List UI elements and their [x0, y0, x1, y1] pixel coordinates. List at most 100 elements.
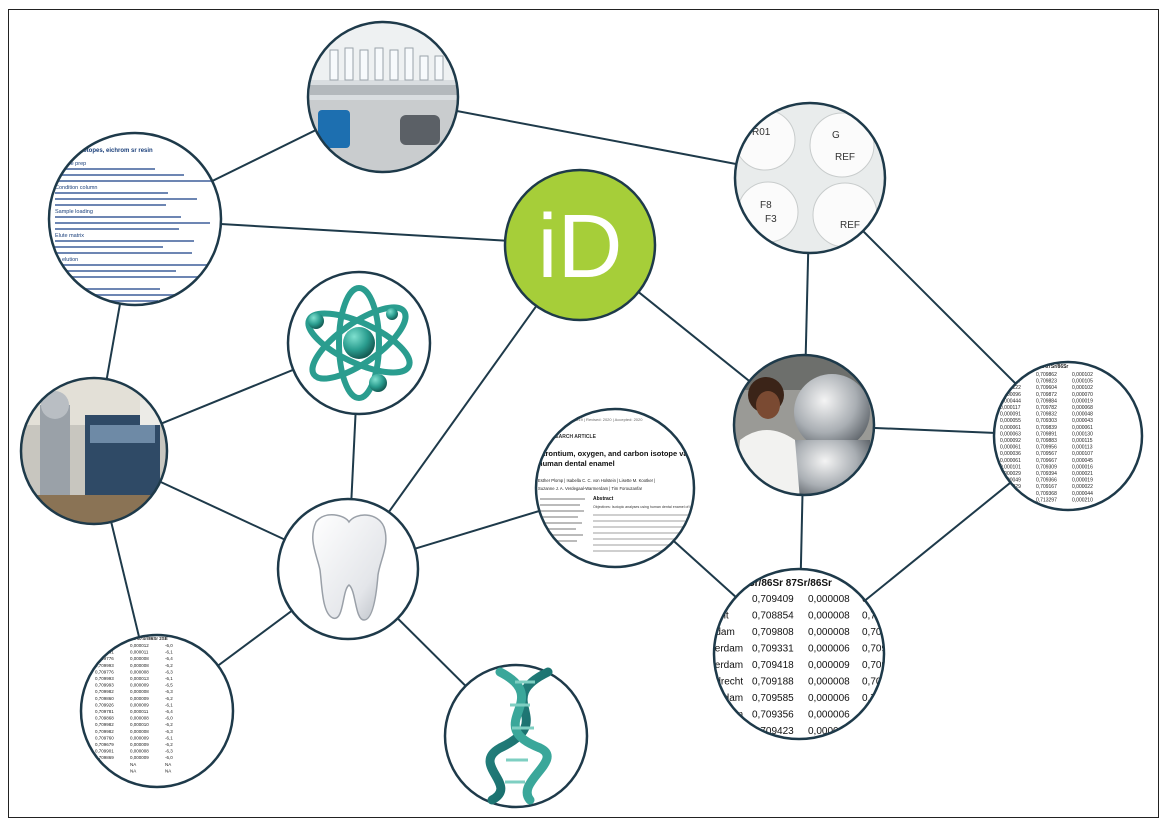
right-table-cell: 0,000019 [1072, 398, 1093, 404]
left-table-cell: 0,709781 [95, 709, 114, 714]
right-table-cell: 0,000091 [1000, 412, 1021, 418]
left-table-cell: 0,000008 [130, 749, 149, 754]
sr-table-cell: 0,709266 [862, 677, 904, 688]
right-table-cell: 0,709303 [1036, 418, 1057, 424]
sr-table-cell: 0,000008 [808, 611, 850, 622]
right-table-cell: 0,709883 [1036, 438, 1057, 444]
paper-header: Received: 2019 | Revised: 2020 | Accepte… [555, 417, 643, 422]
vial-label: REF [840, 220, 860, 231]
figure-frame [8, 9, 1159, 818]
right-table-cell: 0,000130 [1072, 431, 1093, 437]
doc-text-line [55, 246, 163, 248]
left-table-header: Sample 87Sr/86Sr 2SE [120, 636, 168, 641]
right-table-cell: 0,709176 [1000, 372, 1021, 378]
vial-label: F3 [765, 214, 777, 225]
left-table-cell: 0,709982 [95, 722, 114, 727]
doc-text-line [55, 252, 192, 254]
left-table-cell: 0,000009 [130, 735, 149, 740]
right-table-cell: 0,000117 [1000, 405, 1021, 411]
dna-node [443, 663, 589, 809]
left-table-cell: 0,000012 [130, 643, 149, 648]
sr-table-cell: terdam [712, 644, 743, 655]
sr-table-cell: terdam [712, 660, 743, 671]
right-table-cell: 0,000107 [1072, 451, 1093, 457]
left-table-cell: 0,000010 [130, 722, 149, 727]
sr-table-cell: 0,000008 [808, 759, 850, 770]
left-table-cell: -6,1 [165, 650, 173, 655]
sr-table-cell: 0,000006 [808, 693, 850, 704]
doc-text-line [55, 228, 179, 230]
left-table-cell: 0,709860 [95, 696, 114, 701]
sr-table-cell: 0,709356 [752, 710, 794, 721]
lab-bench-node [306, 20, 460, 174]
right-table-cell: 0,709667 [1036, 458, 1057, 464]
doc-line: Elute matrix [55, 233, 84, 239]
sr-table-cell: 0,000008 [808, 627, 850, 638]
left-table-cell: 0,709926 [95, 702, 114, 707]
right-table-cell: 0,709366 [1036, 478, 1057, 484]
left-table-cell: 0,000009 [130, 696, 149, 701]
right-table-cell: 0,000044 [1072, 491, 1093, 497]
sr-table-cell: 0,709359 [862, 710, 904, 721]
left-table-cell: 0,000008 [130, 689, 149, 694]
paper-abstract: Objectives: Isotopic analyses using huma… [593, 505, 710, 509]
tooth-node [276, 497, 420, 641]
left-table-cell: -6,5 [165, 683, 173, 688]
doc-text-line [55, 216, 181, 218]
right-table-cell: 0,709884 [1036, 398, 1057, 404]
doc-text-line [55, 222, 210, 224]
left-table-cell: -6,3 [165, 729, 173, 734]
sr-table-cell: 0,709458 [752, 776, 794, 787]
right-table-cell: 0,709956 [1036, 445, 1057, 451]
vial-label: REF [835, 152, 855, 163]
sr-table-cell: 0,70930 [862, 743, 899, 754]
left-table-cell: 0,709993 [95, 676, 114, 681]
doc-text-line [55, 264, 207, 266]
sr-table-cell: 0,709 [862, 759, 887, 770]
sr-table-cell: 0,709432 [862, 726, 904, 737]
right-table-cell: 0,000063 [1000, 431, 1021, 437]
doc-text-line [55, 204, 166, 206]
doc-text-line [55, 192, 168, 194]
left-table-cell: NA [130, 768, 136, 773]
left-table-cell: -6,4 [165, 709, 173, 714]
left-table-cell: 0,000009 [130, 683, 149, 688]
right-table-cell: 0,000039 [1000, 497, 1021, 503]
right-table-cell: 0,000043 [1072, 418, 1093, 424]
left-table-cell: NA [130, 762, 136, 767]
doc-text-line [55, 276, 205, 278]
right-table-cell: 0,000061 [1000, 445, 1021, 451]
left-table-cell: -6,0 [165, 643, 173, 648]
left-table-cell: 0,000008 [130, 716, 149, 721]
right-table-cell: 0,709862 [1036, 372, 1057, 378]
sr-table-cell: 0,709409 [862, 660, 904, 671]
right-table-cell: 0,000061 [1000, 458, 1021, 464]
orcid-logo-node: iD [503, 168, 657, 322]
left-table-cell: -6,0 [165, 755, 173, 760]
doc-line: Sample loading [55, 209, 93, 215]
sr-table-cell: 0,000008 [808, 594, 850, 605]
right-table-cell: 0,000070 [1072, 392, 1093, 398]
vial-label: G [832, 130, 840, 141]
left-table-cell: -6,4 [165, 656, 173, 661]
sr-table-cell: 0,709423 [752, 726, 794, 737]
sr-table-cell: nhuizer [712, 726, 745, 737]
right-table-cell: 0,000022 [1072, 484, 1093, 490]
left-table-cell: 0,000013 [130, 676, 149, 681]
left-table-cell: -6,3 [165, 749, 173, 754]
right-table-cell: 0,000048 [1072, 412, 1093, 418]
left-table-cell: 0,000009 [130, 755, 149, 760]
research-paper-node: Received: 2019 | Revised: 2020 | Accepte… [534, 407, 710, 569]
right-table-cell: 0,000105 [1072, 379, 1093, 385]
left-table-cell: 0,709760 [95, 735, 114, 740]
right-table-cell: 0,000068 [1072, 405, 1093, 411]
left-table-cell: -6,3 [165, 689, 173, 694]
doc-text-line [55, 294, 189, 296]
left-table-cell: 0,000008 [130, 669, 149, 674]
dna-helix-icon [485, 667, 553, 805]
sr-table-cell: 0,709808 [752, 627, 794, 638]
